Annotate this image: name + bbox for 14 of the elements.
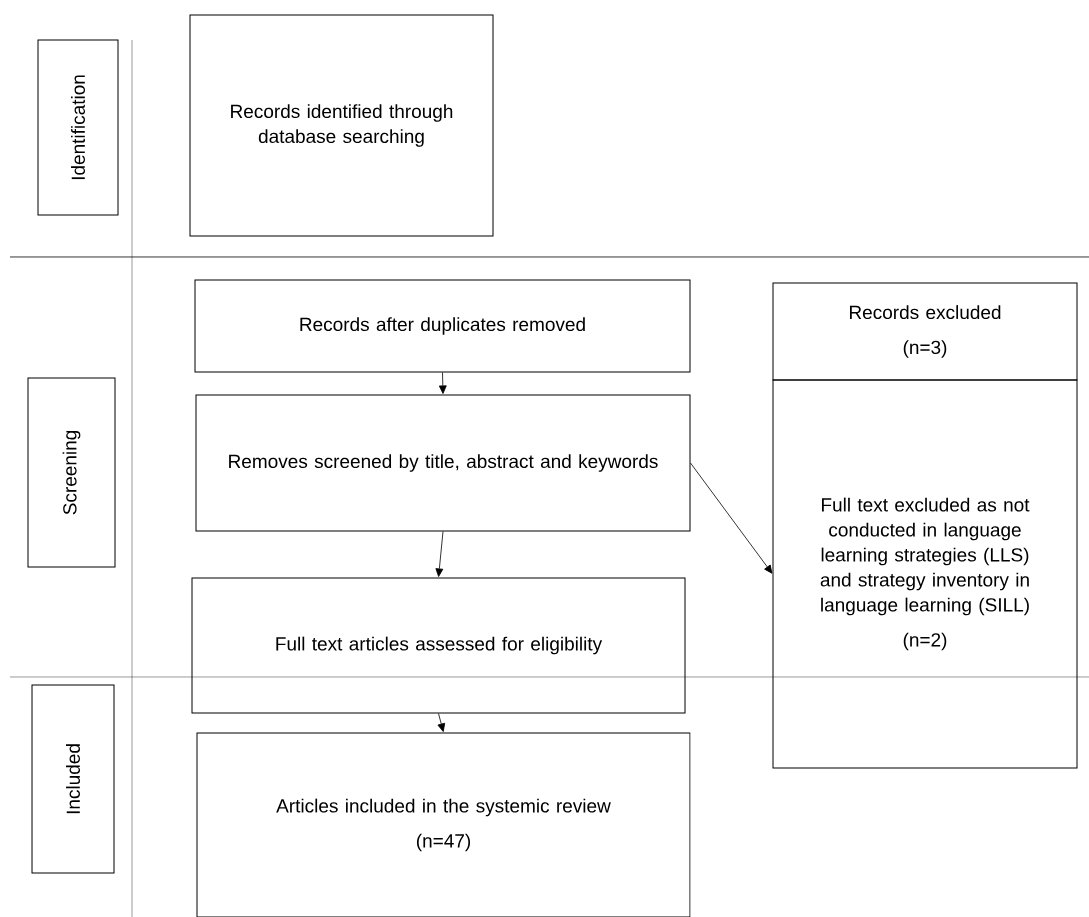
- arrow: [437, 713, 446, 732]
- arrow: [435, 531, 444, 577]
- arrow: [690, 462, 773, 574]
- process-box: Removes screened by title, abstract and keywords: [195, 394, 691, 532]
- process-box: Articles included in the systemic review (n=47): [196, 732, 691, 917]
- arrow: [438, 372, 447, 394]
- process-box: Full text articles assessed for eligibility: [191, 577, 686, 714]
- stage-label: Screening: [27, 377, 116, 568]
- process-box: Records excluded (n=3): [772, 282, 1078, 381]
- process-box: Full text excluded as not conducted in language learning strategies (LLS) and strategy inventory in language learning (SILL) (n=2): [772, 379, 1078, 769]
- process-box: Records identified through database searching: [189, 14, 494, 237]
- process-box: Records after duplicates removed: [194, 279, 691, 373]
- stage-label: Identification: [37, 39, 119, 216]
- stage-label: Included: [31, 684, 115, 874]
